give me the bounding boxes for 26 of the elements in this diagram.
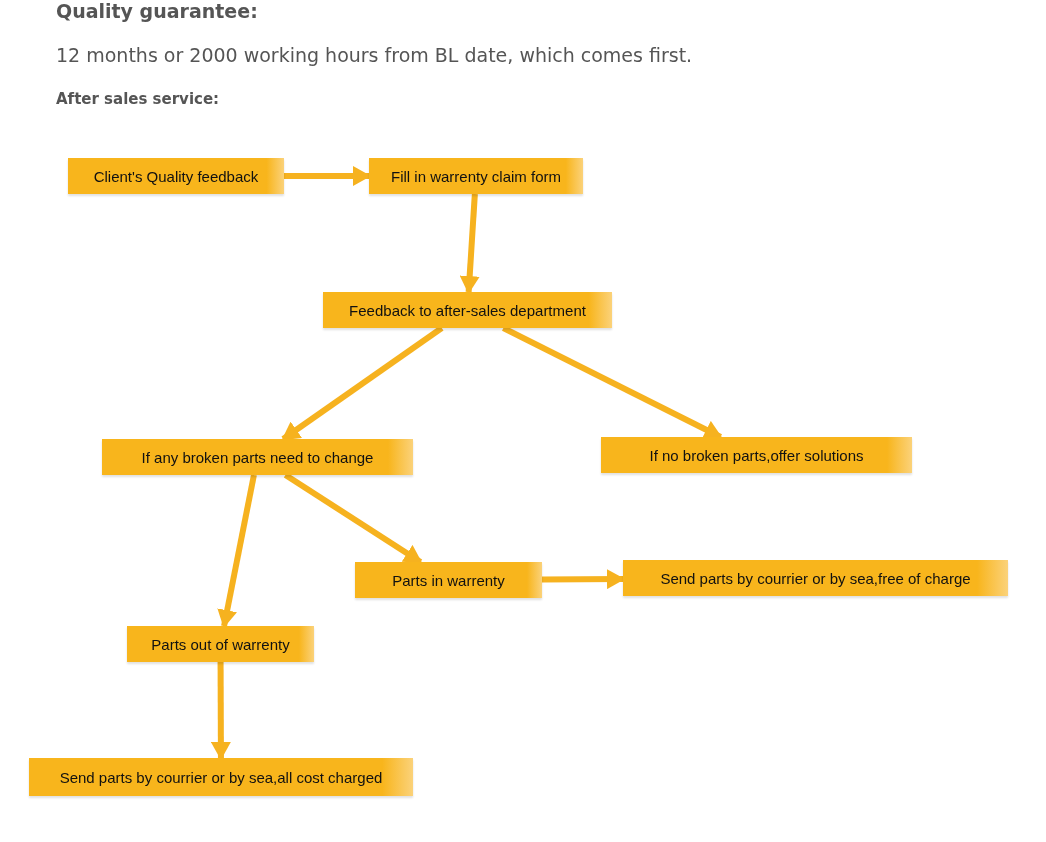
box-text: Send parts by courrier or by sea,free of charge	[660, 569, 971, 587]
box-text: Parts in warrenty	[392, 571, 505, 589]
process-box	[323, 292, 612, 328]
box-text: Send parts by courrier or by sea,all cost charged	[59, 768, 383, 786]
box-text: Client's Quality feedback	[93, 167, 259, 185]
process-box	[102, 439, 413, 475]
arrow	[284, 166, 371, 186]
process-box	[623, 560, 1008, 596]
arrow	[210, 662, 231, 760]
box-text: Fill in warrenty claim form	[391, 167, 561, 185]
process-box	[68, 158, 284, 194]
heading: Quality guarantee:	[56, 0, 258, 22]
arrow	[541, 569, 625, 590]
section-heading: After sales service:	[56, 90, 220, 108]
guarantee-text: 12 months or 2000 working hours from BL date, which comes first.	[56, 44, 693, 66]
process-box	[29, 758, 413, 796]
process-box	[355, 562, 542, 598]
arrow	[459, 193, 480, 294]
box-text: Parts out of warrenty	[151, 635, 290, 653]
box-text: If no broken parts,offer solutions	[649, 446, 864, 464]
arrow	[217, 474, 257, 628]
box-text: If any broken parts need to change	[141, 448, 374, 466]
process-box	[601, 437, 912, 473]
box-text: Feedback to after-sales department	[349, 301, 586, 319]
process-box	[369, 158, 583, 194]
process-box	[127, 626, 314, 662]
